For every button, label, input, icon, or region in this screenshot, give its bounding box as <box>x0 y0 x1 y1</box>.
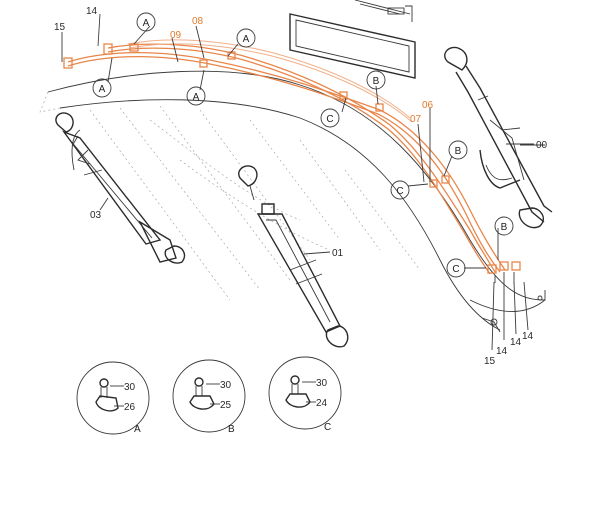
callout-a-2: A <box>236 28 256 48</box>
detail-c-part-24: 24 <box>316 398 328 409</box>
part-label-14-top: 14 <box>86 6 98 17</box>
part-label-00: 00 <box>536 140 548 151</box>
part-label-15-top: 15 <box>54 22 66 33</box>
callout-c-2: C <box>390 180 410 200</box>
cylinder-03 <box>55 112 186 264</box>
part-label-14-bottom-2: 14 <box>510 337 522 348</box>
detail-a: 30 26 A <box>76 361 150 435</box>
part-label-15-bottom: 15 <box>484 356 496 367</box>
part-label-03: 03 <box>90 210 102 221</box>
detail-c: 30 24 C <box>268 356 342 433</box>
detail-b-part-25: 25 <box>220 400 232 411</box>
part-label-09: 09 <box>170 30 182 41</box>
callout-c-3-label: C <box>452 264 459 275</box>
detail-b-label: B <box>228 424 235 435</box>
callout-b-1: B <box>366 70 386 90</box>
callout-b-2-label: B <box>455 146 462 157</box>
callout-b-3-label: B <box>501 222 508 233</box>
part-label-08: 08 <box>192 16 204 27</box>
part-label-07: 07 <box>410 114 422 125</box>
callout-c-2-label: C <box>396 186 403 197</box>
callout-b-3: B <box>494 216 514 236</box>
mounting-plate <box>289 0 416 79</box>
callout-a-4-label: A <box>193 92 200 103</box>
detail-b: 30 25 B <box>172 359 246 435</box>
detail-b-part-30: 30 <box>220 380 232 391</box>
detail-a-part-26: 26 <box>124 402 136 413</box>
callout-a-1: A <box>136 12 156 32</box>
callout-a-1-label: A <box>143 18 150 29</box>
callout-a-4: A <box>186 86 206 106</box>
hydraulic-pipes <box>63 39 521 284</box>
part-label-14-bottom-3: 14 <box>522 331 534 342</box>
callout-a-2-label: A <box>243 34 250 45</box>
part-labels: 14 15 08 09 06 07 00 01 03 15 14 14 14 <box>54 6 548 367</box>
detail-c-part-30: 30 <box>316 378 328 389</box>
detail-a-label: A <box>134 424 141 435</box>
part-label-14-bottom-1: 14 <box>496 346 508 357</box>
callout-b-2: B <box>448 140 468 160</box>
part-label-01: 01 <box>332 248 344 259</box>
cylinder-00 <box>444 46 553 229</box>
detail-c-label: C <box>324 422 331 433</box>
cylinder-01 <box>238 165 349 348</box>
detail-a-part-30: 30 <box>124 382 136 393</box>
callout-c-1-label: C <box>326 114 333 125</box>
callout-c-3: C <box>446 258 466 278</box>
callout-a-3: A <box>92 78 112 98</box>
boom-outline <box>39 70 546 333</box>
callout-c-1: C <box>320 108 340 128</box>
leader-lines <box>61 13 534 351</box>
part-label-06: 06 <box>422 100 434 111</box>
callout-b-1-label: B <box>373 76 380 87</box>
callout-a-3-label: A <box>99 84 106 95</box>
